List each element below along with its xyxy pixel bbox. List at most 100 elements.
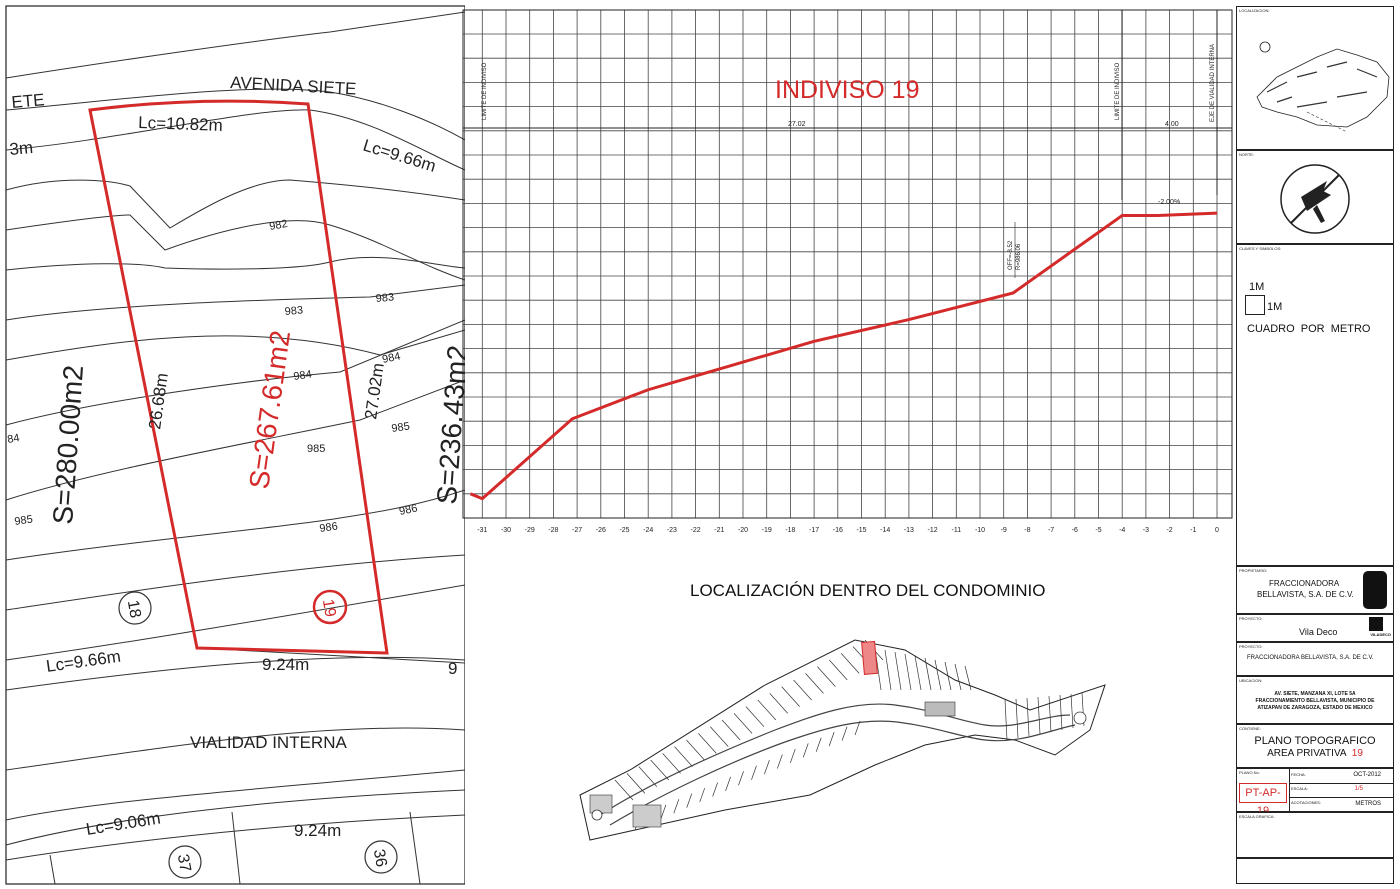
arc-fragment: 3m — [9, 138, 34, 159]
acot-value: METROS — [1355, 801, 1381, 807]
x-tick-label: -13 — [904, 527, 914, 534]
x-tick-label: -20 — [738, 527, 748, 534]
x-tick-label: -28 — [548, 527, 558, 534]
contour-label: 84 — [6, 432, 20, 446]
acot-row: ACOTACIONES: METROS — [1289, 797, 1393, 811]
x-tick-label: -30 — [501, 527, 511, 534]
lot-divider — [745, 706, 765, 727]
north-arrow-icon — [1280, 164, 1350, 234]
x-tick-label: -21 — [714, 527, 724, 534]
x-tick-label: -17 — [809, 527, 819, 534]
contour-label: 984 — [381, 350, 401, 366]
lot-divider — [841, 726, 848, 741]
panel-label: UBICACION: — [1239, 678, 1263, 683]
x-tick-label: -25 — [619, 527, 629, 534]
neighbor-badge-number: 36 — [370, 848, 390, 869]
lot-divider — [1037, 696, 1041, 735]
lot-divider — [1070, 693, 1074, 729]
x-tick-label: -4 — [1119, 527, 1125, 534]
x-tick-label: -12 — [928, 527, 938, 534]
panel-contiene: CONTIENE: PLANO TOPOGRAFICO AREA PRIVATI… — [1236, 724, 1394, 768]
lot-divider — [662, 753, 681, 774]
panel-label: ESCALA GRAFICA: — [1239, 814, 1275, 819]
contour-label: 986 — [398, 502, 418, 518]
project-logo — [1369, 617, 1383, 631]
x-tick-label: -10 — [975, 527, 985, 534]
x-tick-label: -16 — [833, 527, 843, 534]
lot-back-side: 9.24m — [262, 655, 309, 674]
content-subtitle: AREA PRIVATIVA 19 — [1237, 748, 1393, 759]
lot-divider — [884, 649, 892, 691]
lot-divider — [934, 659, 942, 691]
lot-divider — [914, 655, 922, 691]
lot-divider — [1059, 694, 1063, 731]
contour-label: 985 — [14, 514, 34, 528]
location-title: LOCALIZACIÓN DENTRO DEL CONDOMINIO — [690, 581, 1046, 600]
x-tick-label: 0 — [1215, 527, 1219, 534]
x-tick-label: -5 — [1095, 527, 1101, 534]
plano-cell: PLANO No. PT-AP-19 — [1237, 769, 1290, 817]
lot-divider — [757, 699, 777, 721]
garden-hatch — [924, 701, 956, 717]
x-tick-label: -6 — [1072, 527, 1078, 534]
lot-divider — [660, 804, 667, 819]
contour-label: 985 — [307, 443, 325, 455]
lot-divider — [829, 659, 848, 681]
lot-left-side: 26.68m — [145, 372, 172, 431]
panel-propietario: PROPIETARIO: FRACCIONADORA BELLAVISTA, S… — [1236, 566, 1394, 614]
lot-divider — [721, 719, 741, 741]
locator-map — [1256, 41, 1390, 133]
terrain-profile-line — [469, 211, 1218, 501]
x-tick-label: -29 — [525, 527, 535, 534]
panel-label: NORTE: — [1239, 152, 1255, 157]
lot-divider — [674, 746, 693, 767]
lot-divider — [904, 653, 912, 691]
lot-right-side: 27.02m — [361, 362, 388, 421]
lot-divider — [1048, 695, 1052, 733]
condominium-map — [579, 639, 1106, 841]
panel-claves: CLAVES Y SIMBOLOS: 1M 1M CUADRO POR METR… — [1236, 244, 1394, 566]
lot-front-arc: Lc=10.82m — [138, 113, 223, 135]
lower-lot-side: 9.24m — [294, 821, 341, 840]
neighbor-badge-37 — [168, 845, 202, 879]
scale-square — [1245, 295, 1265, 315]
street-fragment: ETE — [11, 90, 46, 112]
fecha-label: FECHA: — [1291, 772, 1306, 777]
lot-divider — [840, 653, 860, 674]
scale-label-top: 1M — [1249, 281, 1265, 293]
contour-label: 983 — [284, 304, 303, 318]
lot-divider — [1026, 697, 1030, 737]
escala-value: 1/5 — [1354, 786, 1363, 792]
x-tick-label: -23 — [667, 527, 677, 534]
lot-divider — [802, 743, 809, 758]
panel-label: PLANO No. — [1239, 770, 1260, 775]
neighbor-badge-number: 37 — [174, 853, 194, 874]
neighbor-badge-36 — [364, 840, 398, 874]
lot-divider — [709, 726, 729, 747]
x-tick-label: -26 — [596, 527, 606, 534]
note-off: OFF=-8.52 — [1008, 240, 1014, 270]
scale-caption: CUADRO POR METRO — [1247, 323, 1371, 335]
lot-divider — [828, 732, 835, 747]
neighbor-badge-number: 18 — [124, 599, 144, 620]
profile-title: INDIVISO 19 — [775, 76, 920, 104]
plano-number: PT-AP-19 — [1239, 783, 1287, 817]
x-tick-label: -14 — [880, 527, 890, 534]
panel-label: PROYECTO: — [1239, 616, 1263, 621]
content-subtitle-number: 19 — [1351, 748, 1363, 759]
content-subtitle-text: AREA PRIVATIVA — [1267, 748, 1346, 759]
lot-divider — [769, 693, 789, 714]
lot-divider — [777, 754, 783, 769]
highlighted-lot — [861, 640, 878, 676]
arc-label-3: Lc=9.06m — [85, 808, 162, 839]
escala-row: ESCALA: 1/5 — [1289, 783, 1393, 798]
lot-divider — [638, 766, 658, 787]
lot-divider — [738, 771, 744, 786]
lot-divider — [894, 651, 902, 691]
lot-divider — [793, 679, 812, 701]
x-tick-label: -18 — [785, 527, 795, 534]
lot-divider — [964, 665, 972, 691]
panel-norte: NORTE: — [1236, 150, 1394, 244]
x-tick-label: -7 — [1048, 527, 1054, 534]
plot-frame — [462, 9, 1233, 519]
